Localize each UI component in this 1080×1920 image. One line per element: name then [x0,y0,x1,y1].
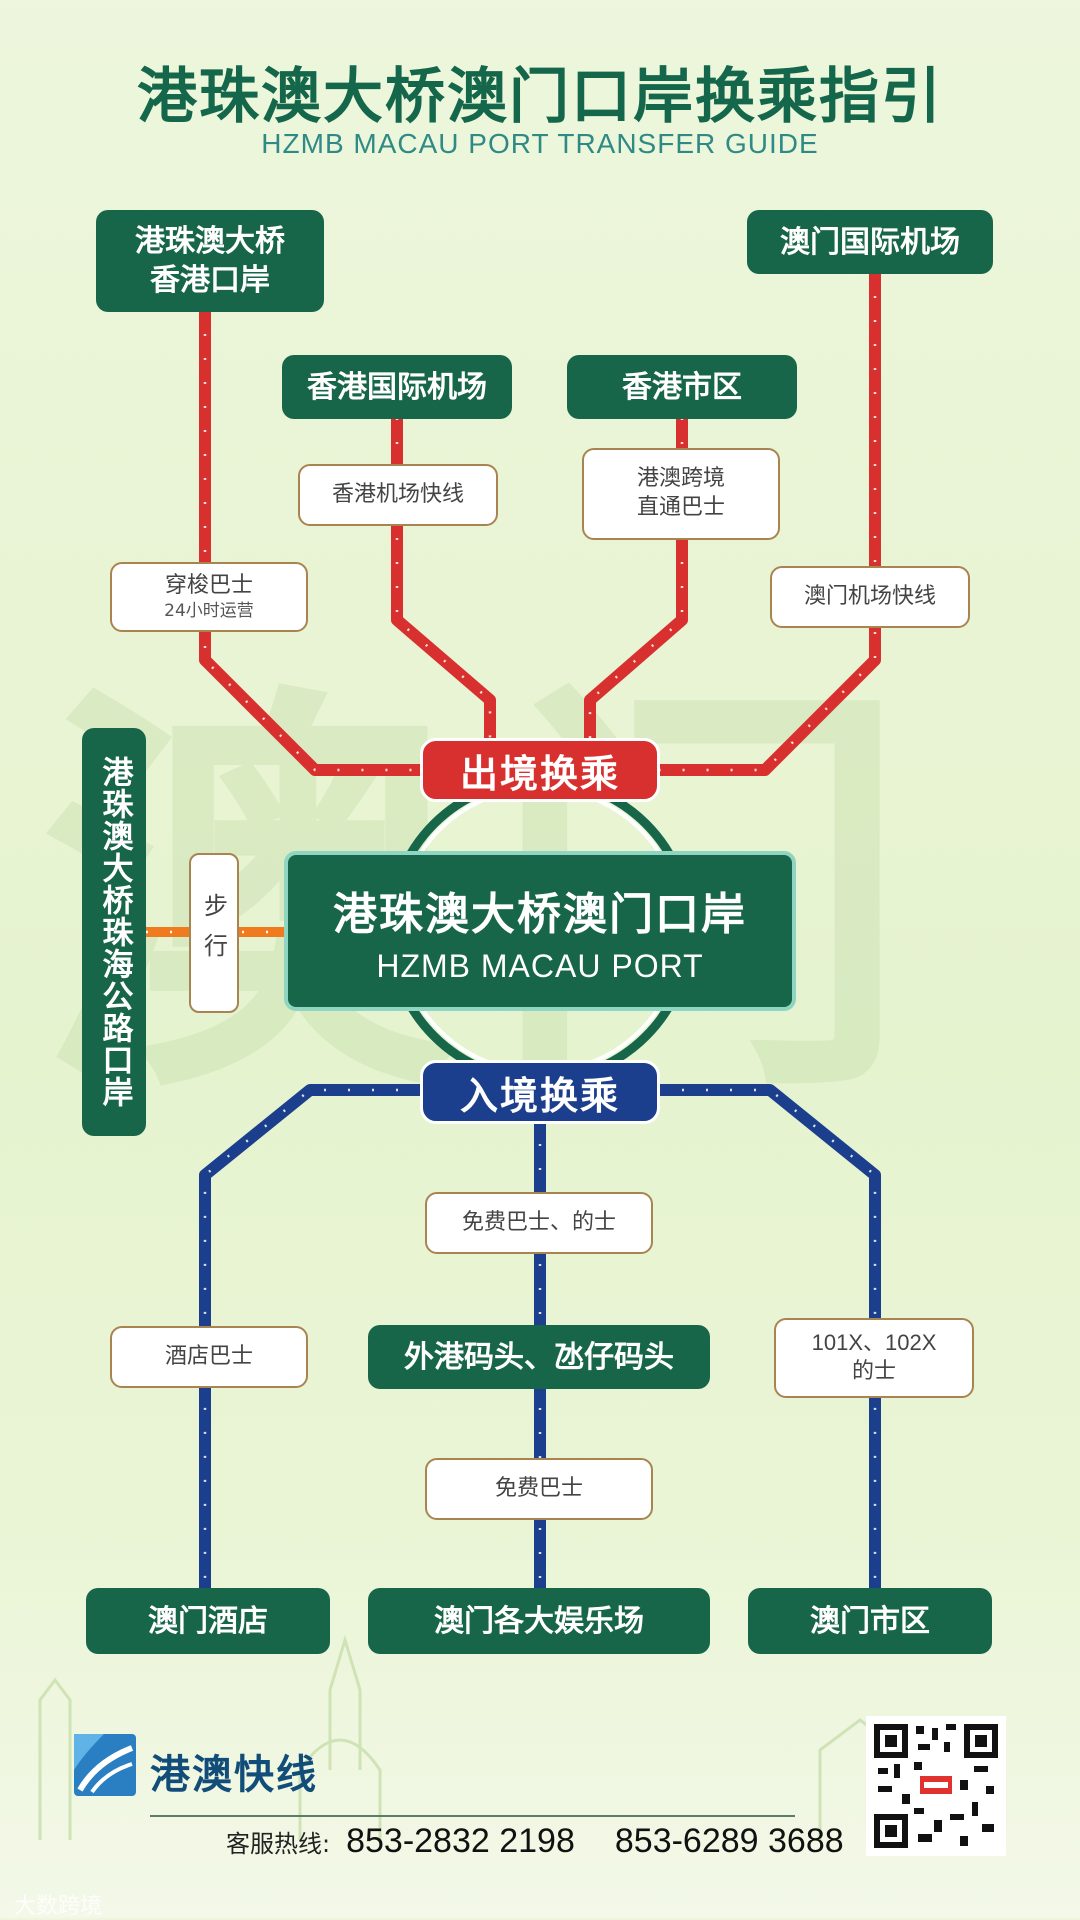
source-text: 大数跨境 [14,1894,103,1919]
qr-code[interactable] [866,1716,1006,1856]
route-bus-taxi: 101X、102X 的士 [774,1318,974,1398]
route-shuttle-bus-note: 24小时运营 [164,601,254,622]
page-title: 港珠澳大桥澳门口岸换乘指引 [137,62,943,132]
route-walk: 步行 [189,853,239,1013]
hotline-phone-2[interactable]: 853-6289 3688 [614,1822,844,1860]
dest-macau-airport: 澳门国际机场 [747,210,993,274]
macau-port-subtitle: HZMB MACAU PORT [376,947,704,984]
page-subtitle: HZMB MACAU PORT TRANSFER GUIDE [261,128,819,159]
dest-hk-port: 港珠澳大桥 香港口岸 [96,210,324,312]
dest-macau-casinos: 澳门各大娱乐场 [368,1588,710,1654]
dest-hk-city: 香港市区 [567,355,797,419]
departure-hub: 出境换乘 [420,738,660,802]
brand-name: 港澳快线 [150,1752,318,1798]
route-free-bus: 免费巴士 [425,1458,653,1520]
route-free-bus-taxi: 免费巴士、的士 [425,1192,653,1254]
dest-ferry-terminals: 外港码头、氹仔码头 [368,1325,710,1389]
qr-code-icon [874,1724,998,1848]
line-hk-port [199,310,422,776]
route-cross-border-line1: 港澳跨境 [636,466,725,492]
macau-port-box: 港珠澳大桥澳门口岸 HZMB MACAU PORT [284,851,796,1011]
dest-zhuhai-port: 港珠澳大桥珠海公路口岸 [82,728,146,1136]
hotline-label: 客服热线: [226,1830,331,1858]
dest-hk-port-line1: 港珠澳大桥 [135,224,285,259]
source-watermark: 大数跨境 [14,1888,102,1920]
hotline: 客服热线: 853-2832 2198 853-6289 3688 [226,1822,844,1861]
macau-port-title: 港珠澳大桥澳门口岸 [333,888,747,940]
arrival-hub: 入境换乘 [420,1060,660,1124]
route-bus-lines: 101X、102X [811,1330,937,1356]
route-shuttle-bus-label: 穿梭巴士 [164,572,253,598]
route-shuttle-bus: 穿梭巴士 24小时运营 [110,562,308,632]
dest-macau-city: 澳门市区 [748,1588,992,1654]
route-macau-airport-express: 澳门机场快线 [770,566,970,628]
route-cross-border-line2: 直通巴士 [636,495,725,520]
dest-hk-airport: 香港国际机场 [282,355,512,419]
route-cross-border-bus: 港澳跨境 直通巴士 [582,448,780,540]
hotline-phone-1[interactable]: 853-2832 2198 [346,1822,575,1860]
brand-logo-icon [74,1734,136,1796]
route-taxi: 的士 [851,1359,896,1384]
dest-hk-port-line2: 香港口岸 [150,263,270,298]
route-hk-airport-express: 香港机场快线 [298,464,498,526]
route-hotel-bus: 酒店巴士 [110,1326,308,1388]
footer-divider [150,1815,795,1817]
dest-macau-hotel: 澳门酒店 [86,1588,330,1654]
